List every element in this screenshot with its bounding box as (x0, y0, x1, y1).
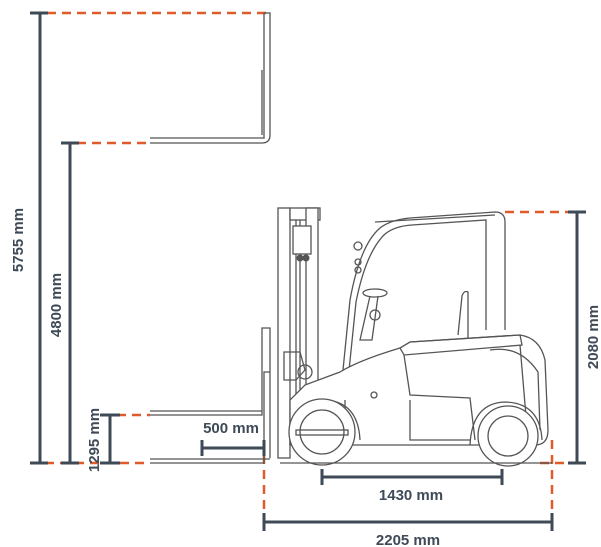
dimension-lines (30, 11, 586, 531)
label-max-lift-height: 5755 mm (10, 208, 27, 272)
label-free-lift-height: 4800 mm (48, 273, 65, 337)
dimension-labels: 5755 mm 4800 mm 1295 mm 500 mm 1430 mm 2… (10, 208, 601, 547)
lowered-fork (150, 327, 271, 464)
raised-fork (150, 12, 271, 144)
label-fork-height: 1295 mm (86, 408, 103, 472)
label-load-center: 500 mm (203, 420, 259, 437)
label-wheelbase: 1430 mm (379, 487, 443, 504)
label-overhead-guard-height: 2080 mm (585, 305, 601, 369)
forklift-drawing (277, 207, 552, 467)
label-overall-length: 2205 mm (376, 532, 440, 547)
